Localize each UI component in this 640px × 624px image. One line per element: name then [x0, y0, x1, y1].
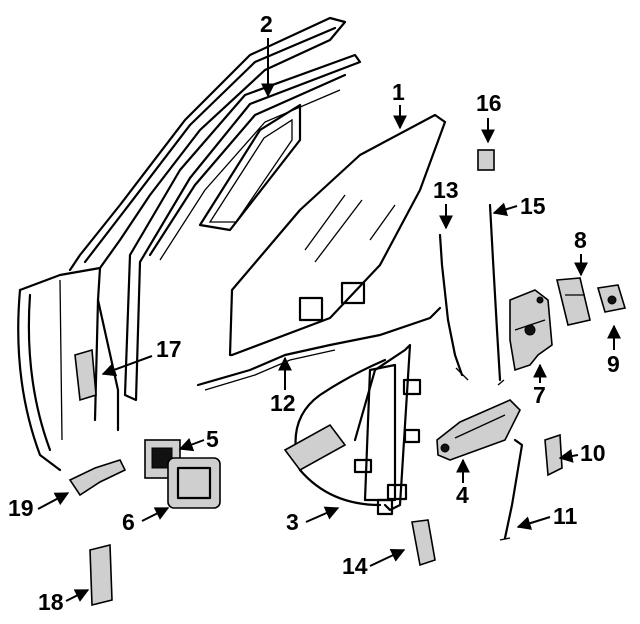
- door-glass: [228, 113, 447, 357]
- lock-rods: [438, 203, 505, 386]
- callout-17-arrow: [101, 355, 153, 377]
- callout-14-arrow: [369, 549, 406, 567]
- callouts: 1 2 3 4 5 6 7 8 9 10 11 12 13 14 15 16 1: [8, 11, 621, 615]
- rod-clip-10: [544, 433, 563, 477]
- callout-15: 15: [520, 193, 546, 219]
- callout-7: 7: [533, 382, 546, 408]
- callout-12: 12: [270, 390, 296, 416]
- callout-8: 8: [574, 227, 587, 253]
- callout-18-arrow: [65, 589, 90, 602]
- callout-14: 14: [342, 553, 368, 579]
- bracket-14: [411, 519, 436, 567]
- callout-19-arrow: [37, 492, 70, 510]
- callout-15-arrow: [492, 202, 518, 217]
- callout-5-arrow: [178, 438, 205, 452]
- callout-13: 13: [433, 177, 459, 203]
- outside-handle: [436, 399, 521, 461]
- callout-5: 5: [206, 426, 219, 452]
- clip-16: [477, 149, 495, 171]
- window-regulator: [283, 343, 422, 516]
- callout-17: 17: [156, 336, 182, 362]
- weatherstrip-outer: [196, 306, 442, 391]
- callout-10: 10: [580, 440, 606, 466]
- callout-16: 16: [476, 90, 502, 116]
- callout-11-arrow: [516, 516, 551, 530]
- hinge-17: [74, 348, 97, 402]
- callout-19: 19: [8, 495, 34, 521]
- callout-3: 3: [286, 509, 299, 535]
- callout-4: 4: [456, 482, 469, 508]
- striker-9: [596, 284, 627, 313]
- callout-1: 1: [392, 79, 405, 105]
- striker-8: [556, 277, 591, 326]
- callout-2: 2: [260, 11, 273, 37]
- door-lock-actuator: [509, 289, 553, 372]
- rod-11: [499, 438, 524, 541]
- run-channel: [123, 53, 362, 402]
- door-body-frame: [17, 16, 347, 472]
- callout-6-arrow: [141, 507, 170, 522]
- callout-6: 6: [122, 509, 135, 535]
- callout-3-arrow: [305, 506, 340, 523]
- callout-10-arrow: [558, 449, 579, 463]
- check-arm-19: [68, 459, 127, 497]
- hinge-18: [89, 543, 113, 607]
- callout-18: 18: [38, 589, 64, 615]
- callout-9: 9: [607, 351, 620, 377]
- handle-bezel: [167, 457, 221, 509]
- callout-11: 11: [553, 503, 578, 529]
